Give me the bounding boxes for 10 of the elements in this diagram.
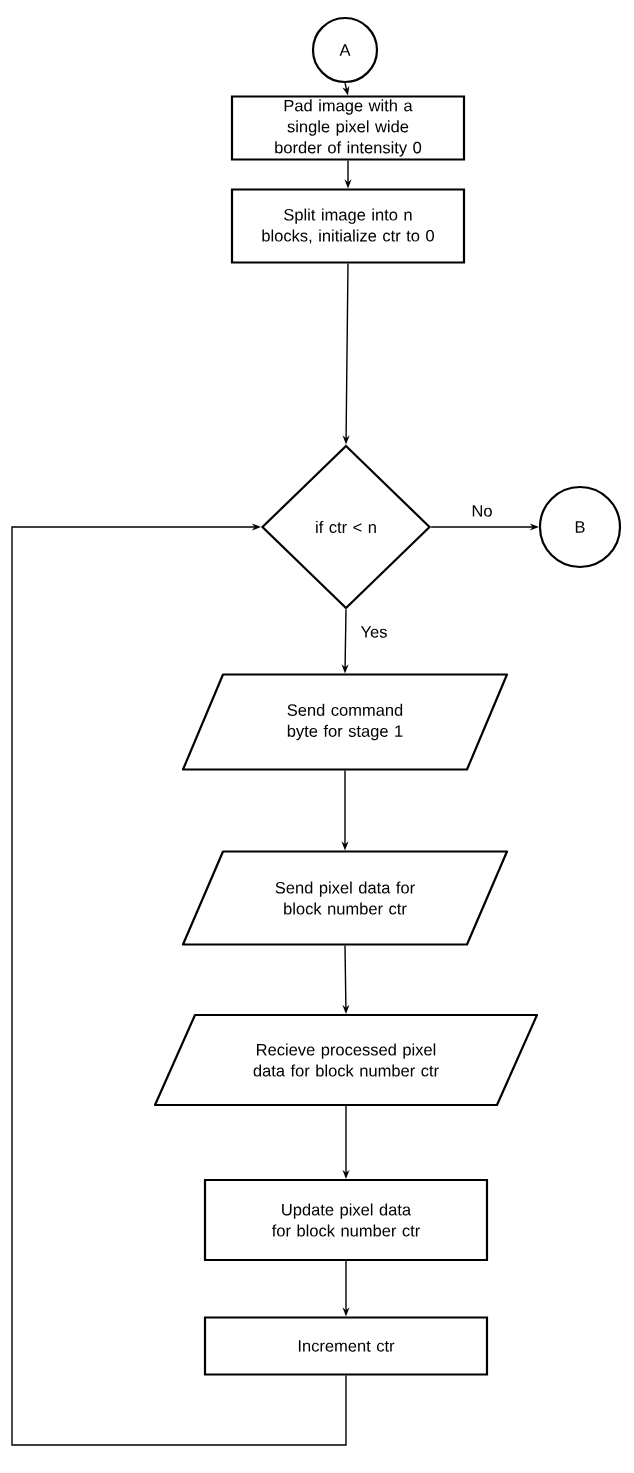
io-parallelogram: Recieve processed pixel data for block number ctr — [153, 1013, 539, 1107]
process-box: Pad image with a single pixel wide border of intensity 0 — [230, 95, 466, 161]
edge-label: No — [470, 504, 494, 518]
edge-label: Yes — [359, 625, 389, 639]
arrow — [11, 523, 347, 1446]
process-box: Split image into n blocks, initialize ctr to 0 — [230, 188, 466, 264]
process-box: Increment ctr — [203, 1316, 489, 1376]
process-box: Update pixel data for block number ctr — [203, 1178, 489, 1262]
io-parallelogram: Send command byte for stage 1 — [181, 673, 509, 771]
io-parallelogram: Send pixel data for block number ctr — [181, 850, 509, 946]
